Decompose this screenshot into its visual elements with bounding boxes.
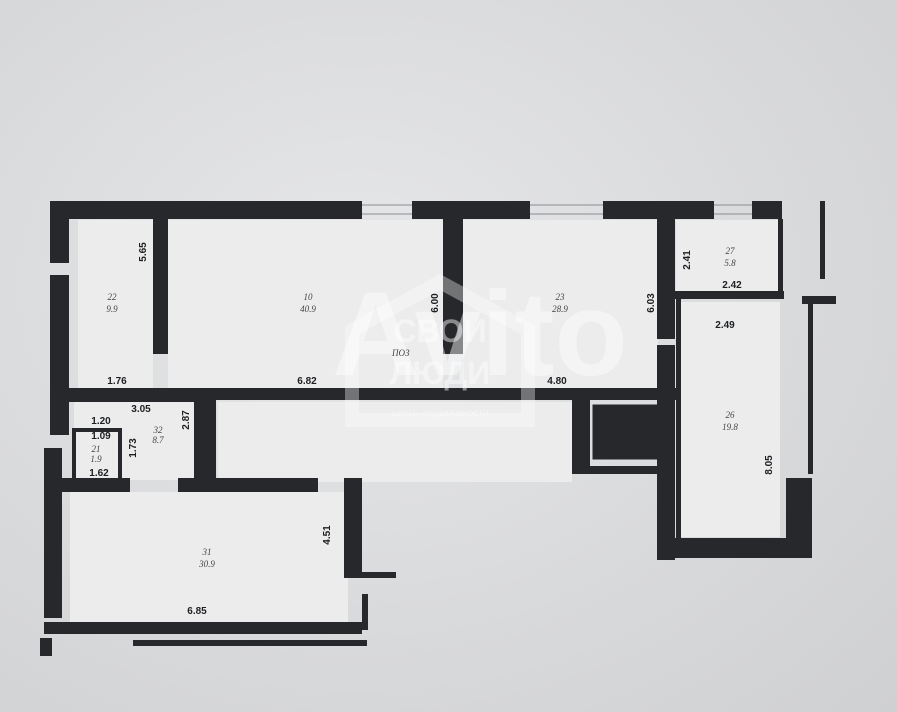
room-32-number: 32 — [153, 425, 164, 435]
watermark-line1: СВОИ — [393, 313, 486, 349]
room-23-dim-height: 6.03 — [646, 293, 657, 313]
room-22-area: 9.9 — [106, 304, 118, 314]
elevator-shaft — [595, 407, 659, 457]
room-27-dim-height: 2.41 — [682, 250, 693, 270]
watermark-line2: ЛЮДИ — [390, 355, 490, 391]
room-27-area: 5.8 — [724, 258, 736, 268]
room-26-dim-height: 8.05 — [764, 455, 775, 475]
room-21-area: 1.9 — [90, 454, 102, 464]
room-10-dim-height: 6.00 — [430, 293, 441, 313]
room-10-number: 10 — [304, 292, 314, 302]
room-27-number: 27 — [726, 246, 736, 256]
room-27-dim-width: 2.42 — [722, 280, 742, 291]
room-21-dim-b: 1.09 — [91, 431, 111, 442]
room-31-dim-height: 4.51 — [322, 525, 333, 545]
room-21-number: 21 — [92, 444, 101, 454]
watermark: СВОИ ЛЮДИ центр недвижимости Avito — [332, 267, 628, 427]
room-10-dim-width: 6.82 — [297, 376, 317, 387]
room-32-dim-height: 2.87 — [181, 410, 192, 430]
room-21-dim-c: 1.62 — [89, 468, 109, 479]
room-32-dim-width: 3.05 — [131, 404, 151, 415]
watermark-brand: Avito — [332, 267, 628, 401]
room-22-dim-height: 5.65 — [138, 242, 149, 262]
room-26-area: 19.8 — [722, 422, 738, 432]
room-26-dim-width: 2.49 — [715, 320, 735, 331]
room-23-dim-width: 4.80 — [547, 376, 567, 387]
room-23-number: 23 — [556, 292, 566, 302]
windows — [362, 204, 752, 215]
room-fills — [70, 220, 780, 626]
plan-label: ПОЗ — [391, 348, 410, 358]
room-21-dim-a: 1.20 — [91, 416, 111, 427]
room-31-area: 30.9 — [198, 559, 215, 569]
room-32-area: 8.7 — [152, 435, 164, 445]
room-10-area: 40.9 — [300, 304, 316, 314]
room-22-number: 22 — [108, 292, 118, 302]
watermark-tagline: центр недвижимости — [391, 408, 488, 419]
room-26-number: 26 — [726, 410, 736, 420]
room-31-dim-width: 6.85 — [187, 606, 207, 617]
room-21-dim-d: 1.73 — [128, 438, 139, 458]
room-31-number: 31 — [202, 547, 212, 557]
room-22-dim-width: 1.76 — [107, 376, 127, 387]
room-23-area: 28.9 — [552, 304, 568, 314]
